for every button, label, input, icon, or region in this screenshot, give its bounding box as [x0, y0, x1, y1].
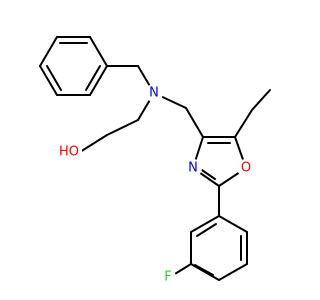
bond — [89, 36, 108, 67]
molecule-structure: N HO N O F — [39, 36, 271, 285]
hydroxyl-label: HO — [59, 145, 79, 160]
bond — [185, 107, 204, 138]
bond-double — [194, 264, 214, 276]
bond-double — [46, 65, 62, 91]
fluorine: F — [160, 269, 176, 285]
bond — [218, 215, 248, 233]
bond — [190, 263, 220, 281]
atom-labels: N HO N O F — [56, 84, 255, 285]
bond — [234, 109, 253, 138]
bond — [39, 65, 58, 96]
bond — [39, 36, 58, 67]
nitrogen-label: N — [149, 86, 159, 101]
bond — [89, 65, 108, 96]
bond-double — [85, 65, 101, 91]
hydroxyl-group: HO — [56, 142, 82, 162]
amine-nitrogen: N — [145, 84, 163, 102]
bond-double — [196, 223, 217, 237]
bond — [79, 134, 108, 153]
oxazole-oxygen: O — [237, 159, 255, 177]
oxazole-nitrogen: N — [184, 159, 202, 177]
bond — [190, 215, 220, 233]
bond — [218, 263, 248, 281]
oxazole-oxygen-label: O — [241, 161, 251, 176]
bond — [251, 89, 271, 111]
oxazole-nitrogen-label: N — [188, 161, 198, 176]
bond — [106, 119, 139, 136]
fluorine-label: F — [164, 270, 171, 285]
